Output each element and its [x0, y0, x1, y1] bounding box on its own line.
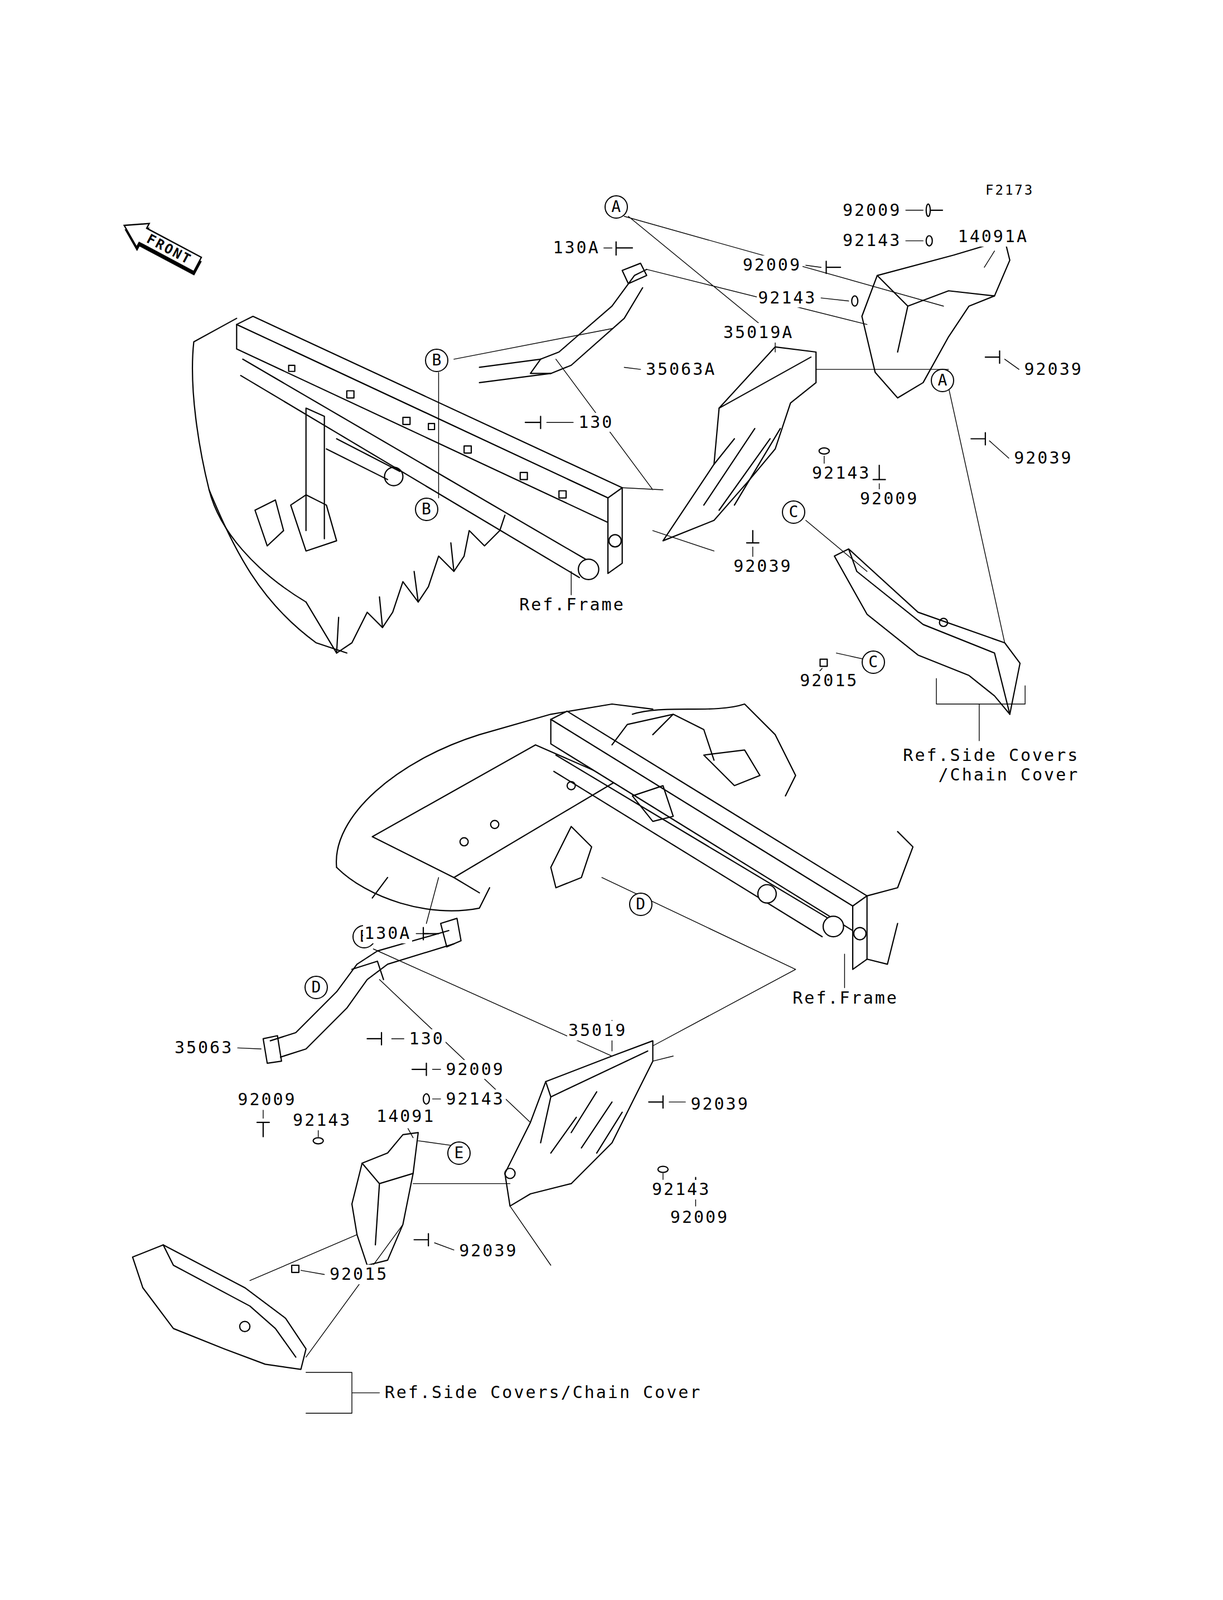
part-number: 92039	[457, 1240, 519, 1261]
node-text: C	[789, 504, 799, 520]
part-number: 92015	[798, 670, 860, 691]
node-text: B	[431, 352, 442, 369]
part-number: 14091A	[956, 226, 1030, 247]
part-number: 130A	[552, 238, 602, 258]
node-text: D	[311, 979, 322, 995]
reference-note: Ref.Frame	[518, 595, 627, 615]
reference-note: Ref.Side Covers/Chain Cover	[383, 1382, 704, 1403]
bracket-upper	[479, 263, 647, 383]
guard-lower-side	[351, 1132, 419, 1265]
front-arrow: FRONT	[118, 213, 205, 277]
part-number: 35063A	[644, 359, 718, 380]
node-text: D	[635, 896, 646, 912]
part-number: 92143	[291, 1110, 353, 1130]
part-number: 92143	[810, 463, 872, 483]
reference-circle: D	[304, 975, 328, 999]
part-number: 92143	[650, 1179, 712, 1200]
reference-circle: A	[604, 195, 628, 219]
node-text: E	[454, 1144, 464, 1161]
reference-circle: C	[781, 500, 806, 524]
part-number: 92143	[756, 288, 818, 308]
node-text: B	[421, 501, 432, 517]
reference-circle: C	[861, 650, 886, 674]
part-number: 92143	[841, 230, 903, 251]
fasteners	[257, 204, 1000, 1273]
part-number: 35063	[173, 1037, 235, 1058]
arrow-shape	[118, 213, 205, 277]
node-text: A	[611, 199, 621, 215]
part-number: 35019A	[722, 322, 795, 343]
part-number: 92009	[841, 200, 903, 221]
node-text: C	[868, 654, 878, 670]
part-number: 14091	[375, 1106, 437, 1126]
part-number: 92009	[444, 1059, 506, 1080]
leader-lines	[237, 210, 1026, 1413]
reference-circle: A	[930, 368, 955, 393]
part-number: 92009	[236, 1089, 298, 1110]
node-text: A	[938, 372, 948, 389]
reference-note: F2173	[984, 182, 1036, 199]
part-number: 130A	[363, 923, 413, 944]
reference-circle: B	[424, 348, 449, 372]
guard-upper-side	[862, 239, 1010, 398]
part-number: 92039	[732, 556, 794, 577]
part-number: 35019	[567, 1020, 628, 1041]
reference-circle: B	[414, 497, 439, 521]
part-number: 92039	[689, 1094, 751, 1114]
part-number: 92009	[858, 489, 920, 509]
reference-circle: E	[447, 1141, 471, 1165]
part-number: 130	[577, 412, 615, 433]
reference-note: Ref.Frame	[791, 988, 900, 1008]
side-cover-upper	[834, 548, 1021, 714]
part-number: 92015	[328, 1264, 390, 1284]
frame-lower	[336, 703, 913, 970]
part-number: 92009	[669, 1207, 731, 1227]
reference-note: Ref.Side Covers /Chain Cover	[873, 745, 1081, 785]
part-number: 130	[408, 1028, 446, 1049]
bracket-lower	[263, 917, 462, 1063]
part-number: 92009	[741, 255, 803, 275]
side-cover-lower	[132, 1244, 307, 1369]
part-number: 92039	[1012, 448, 1074, 468]
reference-circle: D	[629, 892, 653, 916]
part-number: 92143	[444, 1089, 506, 1109]
part-number: 92039	[1023, 359, 1085, 380]
guard-lower	[504, 1040, 653, 1206]
